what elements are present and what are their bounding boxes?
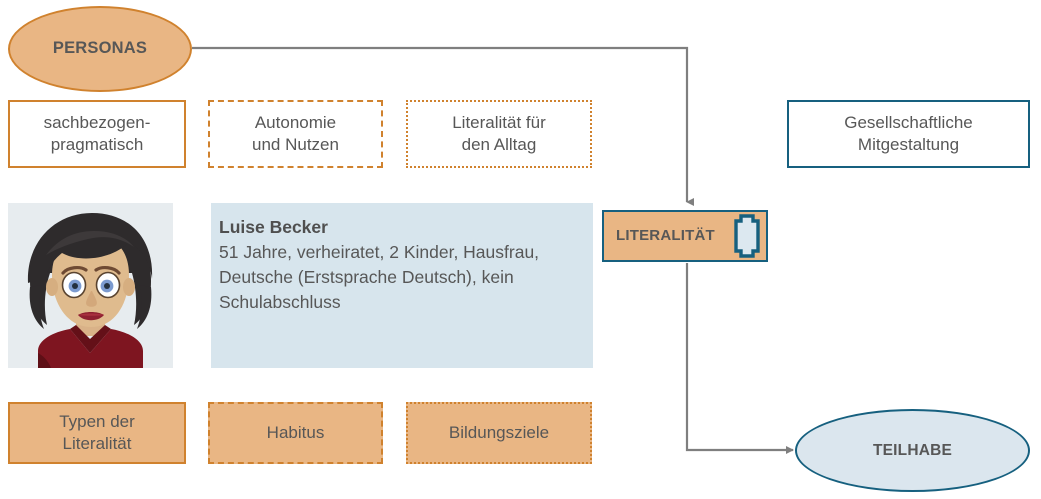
node-teilhabe-label: TEILHABE [872, 441, 953, 459]
box-bildungsziele-label: Bildungsziele [448, 423, 550, 443]
box-autonomie-und-nutzen[interactable]: Autonomie und Nutzen [208, 100, 383, 168]
persona-description: 51 Jahre, verheiratet, 2 Kinder, Hausfra… [219, 241, 540, 312]
persona-name: Luise Becker [219, 217, 328, 237]
box-gesellschaftliche-mitgestaltung-label: Gesellschaftliche Mitgestaltung [844, 113, 973, 154]
box-gesellschaftliche-mitgestaltung[interactable]: Gesellschaftliche Mitgestaltung [787, 100, 1030, 168]
box-literalitaet-fuer-den-alltag[interactable]: Literalität für den Alltag [406, 100, 592, 168]
box-bildungsziele[interactable]: Bildungsziele [406, 402, 592, 464]
persona-info-panel: Luise Becker 51 Jahre, verheiratet, 2 Ki… [211, 203, 593, 368]
node-literalitaet-label: LITERALITÄT [616, 227, 715, 245]
node-personas-label: PERSONAS [52, 39, 148, 58]
box-typen-der-literalitaet[interactable]: Typen der Literalität [8, 402, 186, 464]
box-typen-der-literalitaet-label: Typen der Literalität [59, 412, 135, 453]
box-habitus-label: Habitus [266, 423, 325, 443]
node-literalitaet[interactable]: LITERALITÄT [602, 210, 768, 262]
box-sachbezogen-pragmatisch[interactable]: sachbezogen- pragmatisch [8, 100, 186, 168]
woman-portrait-illustration [8, 203, 173, 368]
box-habitus[interactable]: Habitus [208, 402, 383, 464]
persona-portrait [8, 203, 173, 368]
node-teilhabe[interactable]: TEILHABE [795, 409, 1030, 492]
box-sachbezogen-pragmatisch-label: sachbezogen- pragmatisch [43, 113, 151, 154]
box-autonomie-und-nutzen-label: Autonomie und Nutzen [252, 113, 339, 154]
book-spine-icon [734, 214, 760, 258]
connector-literalitaet-to-teilhabe [685, 263, 794, 454]
box-literalitaet-fuer-den-alltag-label: Literalität für den Alltag [452, 113, 546, 154]
node-personas[interactable]: PERSONAS [8, 6, 192, 92]
